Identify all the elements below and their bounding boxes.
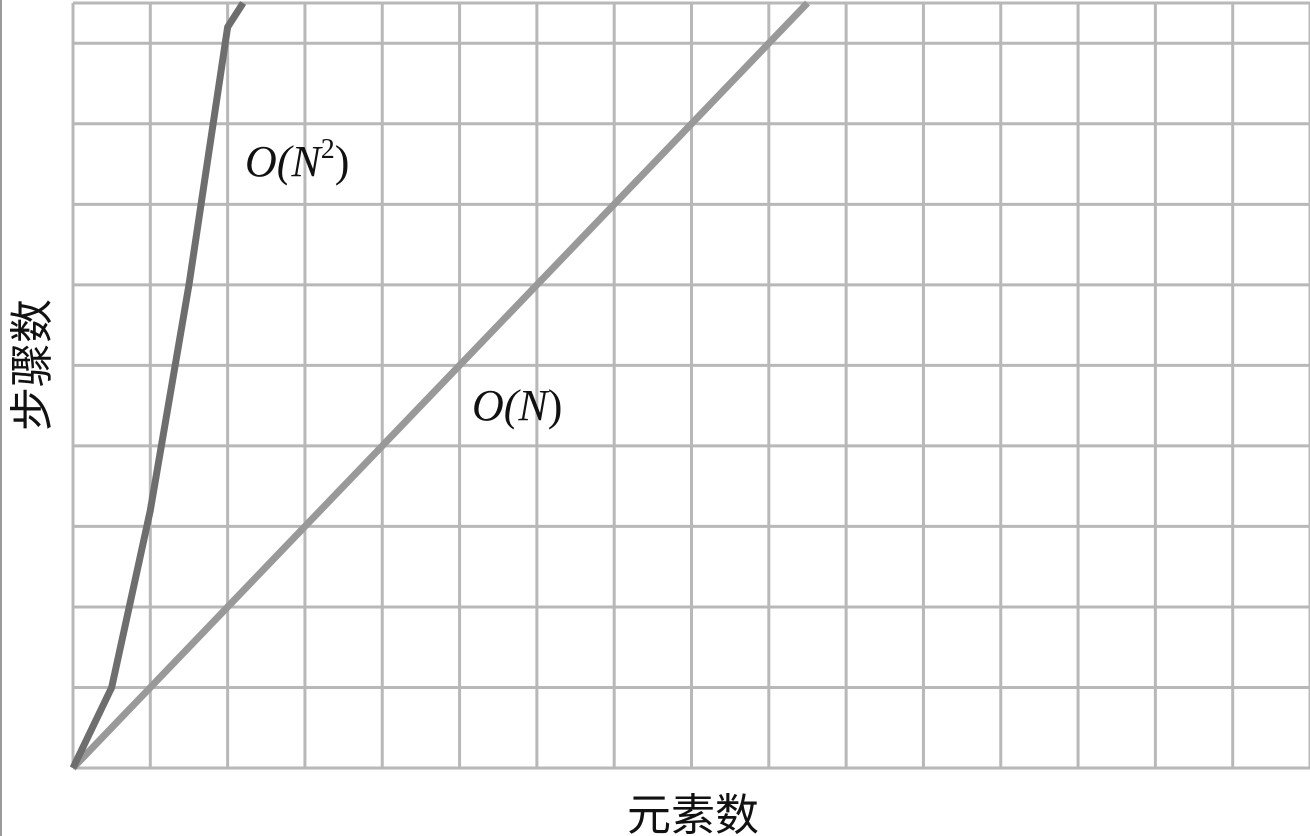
series-label-quadratic-superscript: 2 bbox=[321, 134, 335, 165]
x-axis-title: 元素数 bbox=[627, 790, 759, 836]
series-label-quadratic-close: ) bbox=[335, 137, 350, 186]
series-label-quadratic-main: O(N bbox=[245, 137, 323, 186]
linear-series-line bbox=[70, 0, 810, 771]
quadratic-series-line bbox=[69, 1, 247, 770]
series-label-quadratic: O(N2) bbox=[245, 134, 349, 186]
series-label-linear-close: ) bbox=[548, 381, 563, 430]
chart-grid bbox=[71, 1, 1310, 770]
chart-series bbox=[69, 0, 810, 771]
y-axis-title: 步骤数 bbox=[7, 299, 58, 431]
series-label-linear: O(N) bbox=[472, 381, 562, 430]
series-label-linear-main: O(N bbox=[472, 381, 550, 430]
left-frame-edge bbox=[0, 0, 2, 836]
